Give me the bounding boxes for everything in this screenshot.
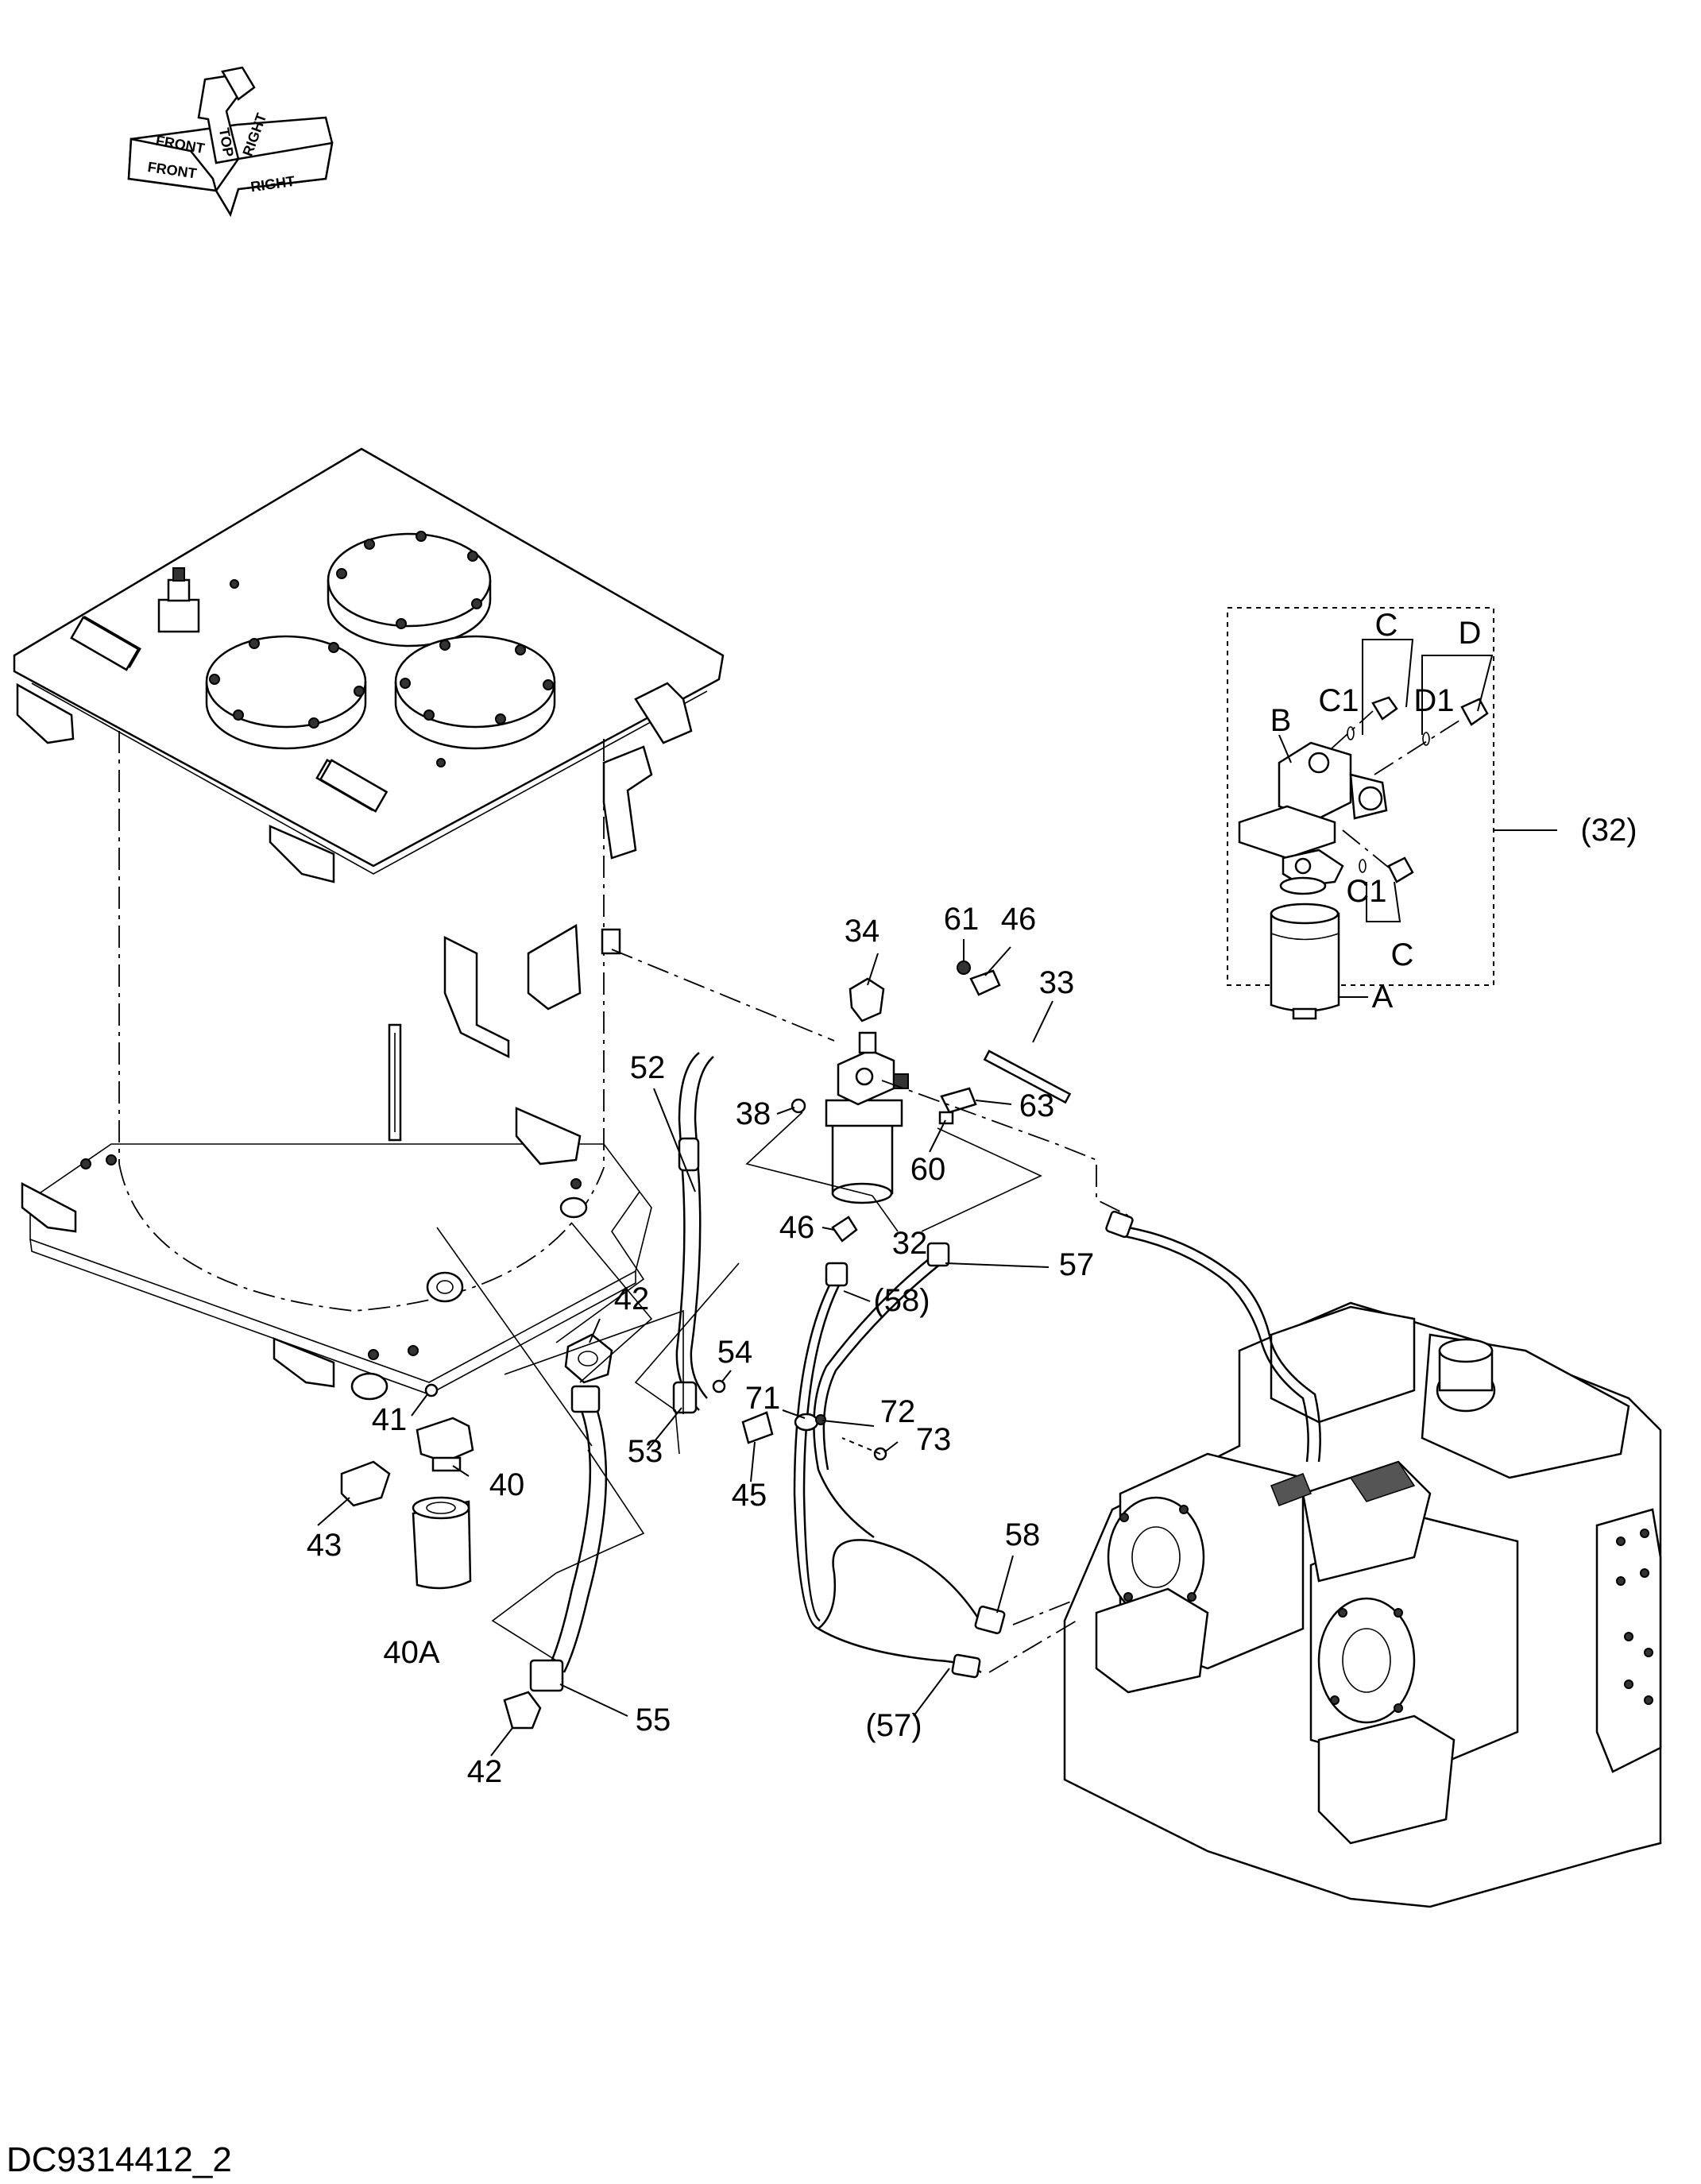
callout-46-upper: 46 bbox=[1001, 902, 1037, 937]
detail-label-d-top: D bbox=[1459, 616, 1482, 651]
detail-label-c1-bottom: C1 bbox=[1346, 874, 1386, 909]
callout-73: 73 bbox=[916, 1422, 952, 1457]
callout-57-upper: 57 bbox=[1059, 1247, 1095, 1282]
callout-33: 33 bbox=[1039, 965, 1075, 1000]
callout-34: 34 bbox=[845, 914, 880, 949]
detail-label-c1-top: C1 bbox=[1318, 683, 1359, 718]
pump-assembly bbox=[1063, 1301, 1662, 1908]
callout-61: 61 bbox=[944, 902, 980, 937]
detail-label-b: B bbox=[1270, 703, 1292, 738]
callout-63: 63 bbox=[1019, 1088, 1055, 1123]
routing-lines bbox=[436, 949, 1273, 1673]
callout-54: 54 bbox=[717, 1335, 753, 1370]
detail-label-c-top: C bbox=[1375, 608, 1398, 643]
detail-label-d1-top: D1 bbox=[1413, 683, 1454, 718]
callout-38: 38 bbox=[736, 1096, 771, 1131]
callout-57-ref: (57) bbox=[865, 1708, 922, 1743]
callout-58-ref: (58) bbox=[873, 1283, 930, 1318]
detail-label-c-bottom: C bbox=[1391, 937, 1414, 972]
callout-42-upper: 42 bbox=[614, 1281, 650, 1316]
callout-labels: 34 61 46 33 52 38 63 60 46 32 57 (58) 54… bbox=[6, 608, 1637, 2179]
callout-60: 60 bbox=[910, 1152, 946, 1187]
detail-ref-32: (32) bbox=[1580, 813, 1637, 848]
callout-46-lower: 46 bbox=[779, 1210, 815, 1245]
callout-41: 41 bbox=[372, 1402, 408, 1437]
callout-32: 32 bbox=[892, 1226, 928, 1261]
hoses-and-pipes bbox=[529, 1052, 1006, 1692]
callout-45: 45 bbox=[732, 1478, 767, 1513]
hydraulic-tank bbox=[13, 447, 725, 1401]
pilot-filter-assembly bbox=[745, 961, 1072, 1243]
callout-52: 52 bbox=[630, 1050, 666, 1085]
leader-lines bbox=[317, 939, 1053, 1757]
callout-72: 72 bbox=[880, 1394, 916, 1429]
callout-42-lower: 42 bbox=[467, 1754, 503, 1789]
callout-43: 43 bbox=[307, 1528, 342, 1563]
callout-53: 53 bbox=[628, 1434, 663, 1469]
line-filter-group bbox=[340, 1333, 613, 1730]
detail-label-a: A bbox=[1372, 980, 1394, 1015]
callout-40: 40 bbox=[489, 1467, 525, 1502]
callout-58: 58 bbox=[1005, 1517, 1041, 1552]
callout-55: 55 bbox=[636, 1703, 671, 1738]
callout-71: 71 bbox=[745, 1381, 781, 1416]
orientation-symbol: FRONT TOP RIGHT FRONT RIGHT bbox=[127, 66, 334, 218]
drawing-code: DC9314412_2 bbox=[6, 2140, 232, 2179]
detail-view-32 bbox=[1227, 607, 1557, 1020]
callout-40a: 40A bbox=[383, 1635, 439, 1670]
